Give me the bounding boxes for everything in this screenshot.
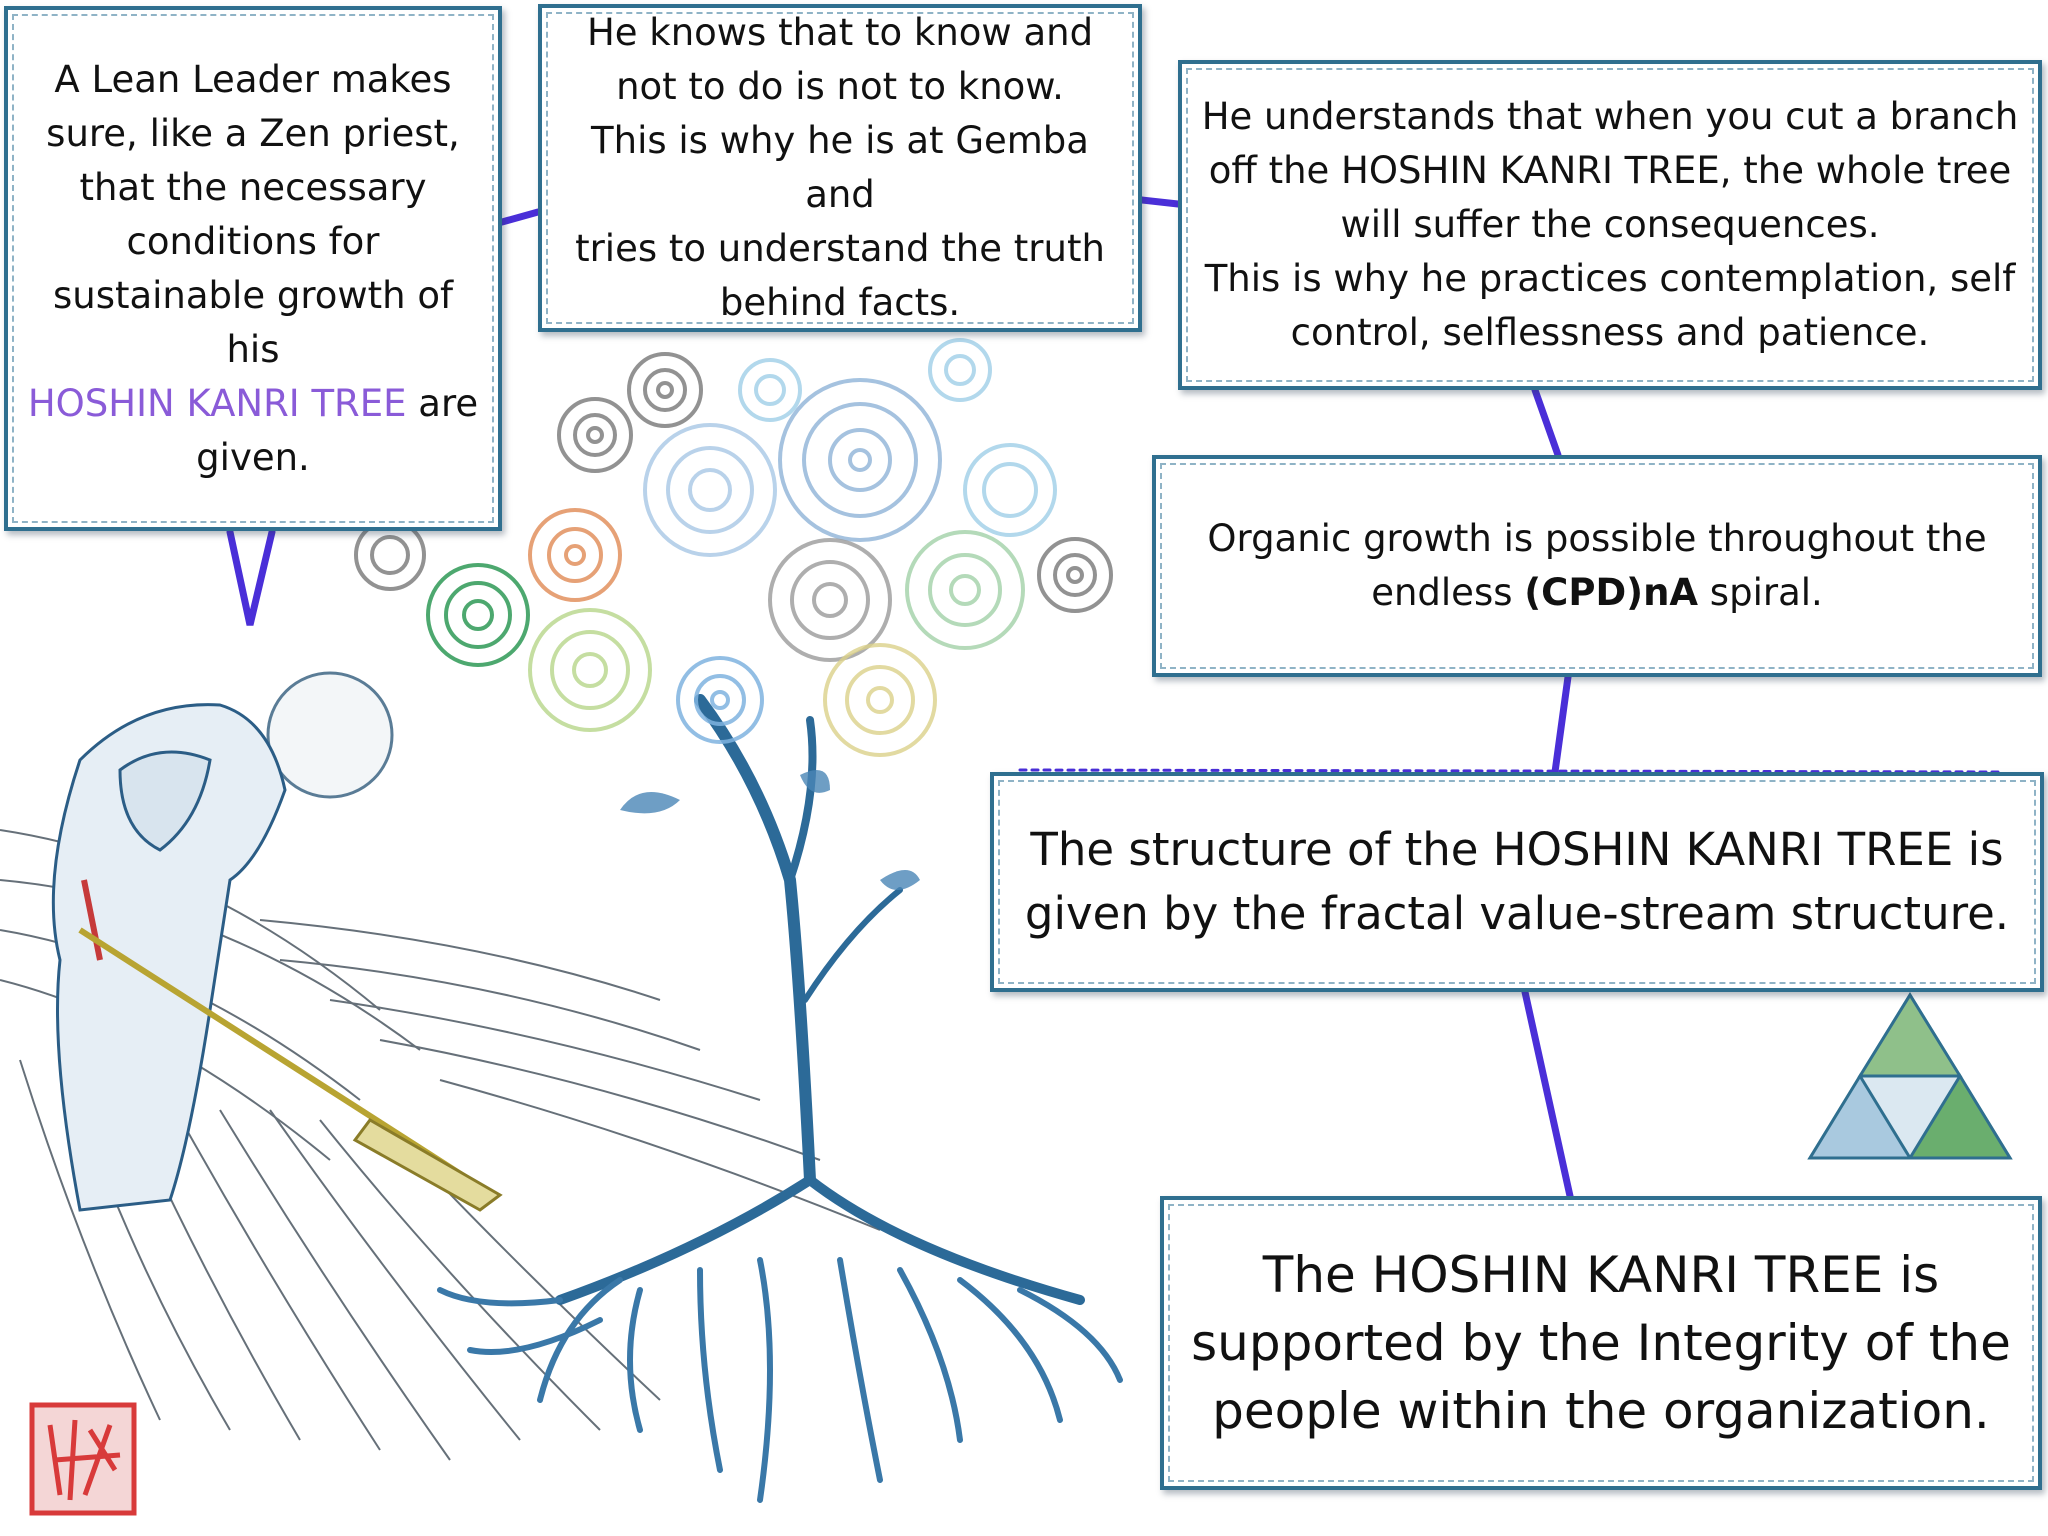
- tree-leaves: [620, 770, 920, 890]
- structure-textbox: The structure of the HOSHIN KANRI TREE i…: [990, 772, 2044, 992]
- gemba-line: not to do is not to know.: [616, 65, 1064, 108]
- pyramid-icon: [1807, 992, 2013, 1160]
- gemba-textbox: He knows that to know and not to do is n…: [538, 4, 1142, 332]
- structure-line: The structure of the HOSHIN KANRI TREE i…: [1030, 823, 2004, 876]
- gemba-line: He knows that to know and: [586, 11, 1094, 54]
- organic-line: Organic growth is possible throughout th…: [1207, 517, 1987, 560]
- tree-trunk: [555, 694, 1085, 1305]
- lean-leader-line: A Lean Leader makes: [54, 57, 452, 101]
- monk-sketch: [51, 671, 503, 1212]
- branch-textbox: He understands that when you cut a branc…: [1178, 60, 2042, 390]
- structure-text: The structure of the HOSHIN KANRI TREE i…: [1025, 818, 2009, 946]
- tree-roots: [437, 1257, 1123, 1503]
- integrity-text: The HOSHIN KANRI TREE is supported by th…: [1191, 1241, 2011, 1445]
- gemba-text: He knows that to know and not to do is n…: [560, 6, 1120, 330]
- lean-leader-line: conditions for: [126, 219, 380, 263]
- branch-line: This is why he practices contemplation, …: [1204, 257, 2016, 300]
- lean-leader-textbox: A Lean Leader makes sure, like a Zen pri…: [4, 6, 502, 531]
- integrity-textbox: The HOSHIN KANRI TREE is supported by th…: [1160, 1196, 2042, 1490]
- organic-suffix: spiral.: [1698, 571, 1823, 614]
- lean-leader-line: sure, like a Zen priest,: [46, 111, 460, 155]
- lean-leader-line: given.: [196, 435, 310, 479]
- integrity-line: supported by the Integrity of the: [1191, 1314, 2011, 1372]
- structure-line: given by the fractal value-stream struct…: [1024, 887, 2010, 940]
- gemba-line: tries to understand the truth: [575, 227, 1105, 270]
- branch-line: control, selflessness and patience.: [1290, 311, 1930, 354]
- organic-growth-text: Organic growth is possible throughout th…: [1207, 512, 1986, 620]
- gemba-line: This is why he is at Gemba and: [591, 119, 1089, 216]
- lean-leader-text: A Lean Leader makes sure, like a Zen pri…: [26, 53, 480, 485]
- organic-prefix: endless: [1371, 571, 1525, 614]
- hoshin-kanri-highlight: HOSHIN KANRI TREE: [27, 381, 407, 425]
- integrity-line: people within the organization.: [1212, 1382, 1990, 1440]
- branch-line: will suffer the consequences.: [1340, 203, 1880, 246]
- connector-lines: [226, 196, 2002, 1200]
- branch-line: off the HOSHIN KANRI TREE, the whole tre…: [1208, 149, 2012, 192]
- cpdna-bold: (CPD)nA: [1524, 571, 1699, 614]
- branch-line: He understands that when you cut a branc…: [1201, 95, 2019, 138]
- organic-growth-textbox: Organic growth is possible throughout th…: [1152, 455, 2042, 677]
- lean-leader-line: are: [406, 381, 479, 425]
- spiral-canopy: [354, 338, 1113, 757]
- red-seal-stamp: [29, 1402, 137, 1516]
- integrity-line: The HOSHIN KANRI TREE is: [1262, 1246, 1940, 1304]
- lean-leader-line: sustainable growth of his: [52, 273, 454, 371]
- branch-text: He understands that when you cut a branc…: [1202, 90, 2019, 360]
- gemba-line: behind facts.: [719, 281, 961, 324]
- lean-leader-line: that the necessary: [79, 165, 427, 209]
